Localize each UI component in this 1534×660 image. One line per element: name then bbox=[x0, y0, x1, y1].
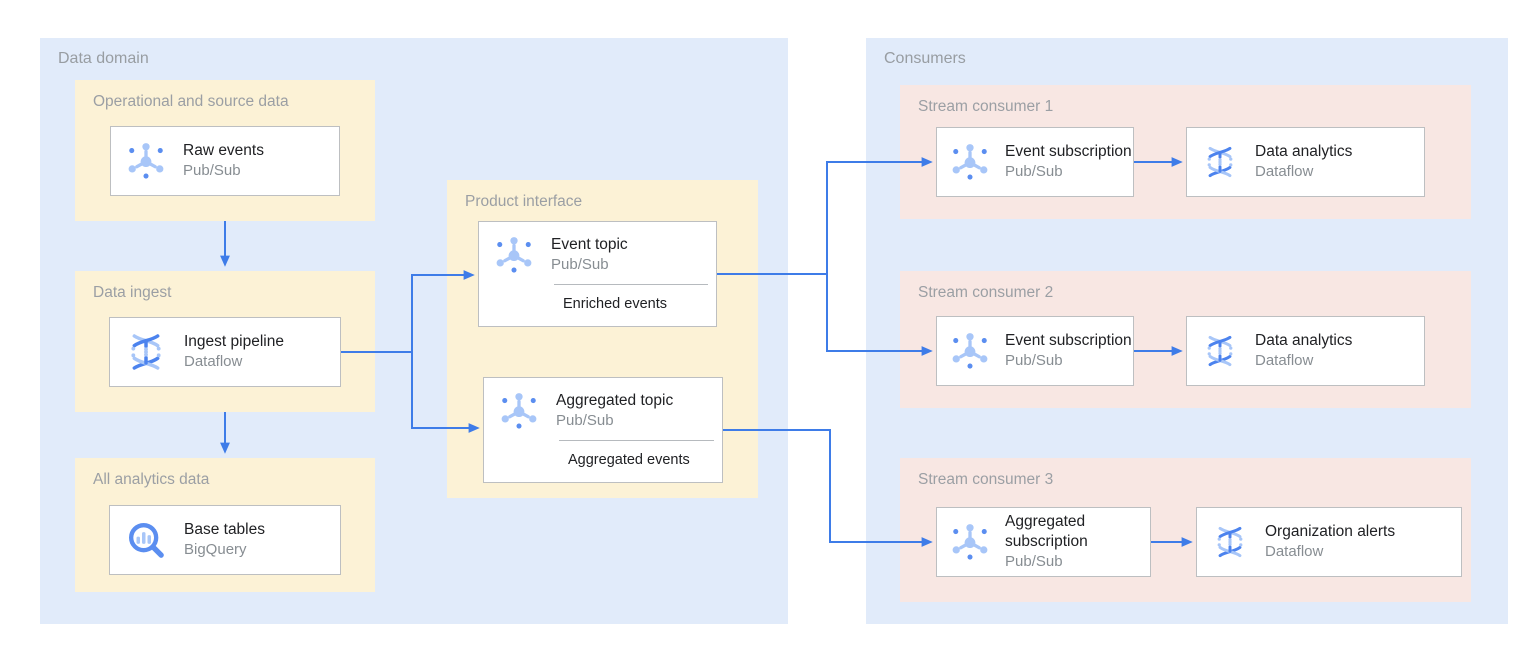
consumers-title: Consumers bbox=[884, 50, 966, 67]
group-product-interface-label: Product interface bbox=[465, 193, 583, 210]
dataflow-icon bbox=[1203, 334, 1237, 368]
card-data-analytics-2-text: Data analytics Dataflow bbox=[1255, 331, 1352, 371]
card-title: Event subscription bbox=[1005, 332, 1132, 349]
card-title: Event topic bbox=[551, 236, 628, 253]
event-topic-note: Enriched events bbox=[563, 296, 667, 312]
card-organization-alerts-text: Organization alerts Dataflow bbox=[1265, 522, 1395, 562]
card-ingest-pipeline: Ingest pipeline Dataflow bbox=[109, 317, 341, 387]
dataflow-icon bbox=[1213, 525, 1247, 559]
card-product: Pub/Sub bbox=[1005, 163, 1063, 180]
card-title: Data analytics bbox=[1255, 143, 1353, 160]
pubsub-icon bbox=[951, 143, 989, 181]
card-product: Dataflow bbox=[1255, 163, 1314, 180]
aggregated-topic-note: Aggregated events bbox=[568, 452, 690, 468]
card-title: Data analytics bbox=[1255, 332, 1353, 349]
card-data-analytics-2: Data analytics Dataflow bbox=[1186, 316, 1425, 386]
bigquery-icon bbox=[126, 520, 166, 560]
pubsub-icon bbox=[951, 332, 989, 370]
group-stream-consumer-3-label: Stream consumer 3 bbox=[918, 471, 1054, 488]
card-event-topic-text: Event topic Pub/Sub bbox=[551, 235, 628, 275]
card-aggregated-topic-main: Aggregated topic Pub/Sub bbox=[484, 378, 722, 440]
card-product: Dataflow bbox=[184, 353, 243, 370]
card-product: BigQuery bbox=[184, 541, 247, 558]
group-stream-consumer-2-label: Stream consumer 2 bbox=[918, 284, 1054, 301]
card-product: Pub/Sub bbox=[556, 412, 614, 429]
card-event-subscription-2-text: Event subscription Pub/Sub bbox=[1005, 331, 1132, 371]
card-data-analytics-1-text: Data analytics Dataflow bbox=[1255, 142, 1352, 182]
card-product: Pub/Sub bbox=[183, 162, 241, 179]
pubsub-icon bbox=[951, 523, 989, 561]
card-title: Aggregated topic bbox=[556, 392, 674, 409]
card-product: Dataflow bbox=[1265, 543, 1324, 560]
card-base-tables-text: Base tables BigQuery bbox=[184, 520, 265, 560]
card-raw-events: Raw events Pub/Sub bbox=[110, 126, 340, 196]
divider bbox=[554, 284, 708, 285]
card-aggregated-subscription: Aggregated subscription Pub/Sub bbox=[936, 507, 1151, 577]
dataflow-icon bbox=[1203, 145, 1237, 179]
card-organization-alerts: Organization alerts Dataflow bbox=[1196, 507, 1462, 577]
card-ingest-pipeline-text: Ingest pipeline Dataflow bbox=[184, 332, 284, 372]
card-title: Raw events bbox=[183, 142, 264, 159]
card-event-subscription-1-text: Event subscription Pub/Sub bbox=[1005, 142, 1132, 182]
card-event-topic: Event topic Pub/Sub Enriched events bbox=[478, 221, 717, 327]
group-analytics-label: All analytics data bbox=[93, 471, 210, 488]
card-title: Organization alerts bbox=[1265, 523, 1396, 540]
card-event-topic-main: Event topic Pub/Sub bbox=[479, 222, 716, 284]
group-data-ingest-label: Data ingest bbox=[93, 284, 172, 301]
card-event-subscription-2: Event subscription Pub/Sub bbox=[936, 316, 1134, 386]
card-product: Pub/Sub bbox=[1005, 553, 1063, 570]
card-raw-events-text: Raw events Pub/Sub bbox=[183, 141, 264, 181]
card-product: Pub/Sub bbox=[1005, 352, 1063, 369]
data-domain-title: Data domain bbox=[58, 50, 149, 67]
card-aggregated-topic: Aggregated topic Pub/Sub Aggregated even… bbox=[483, 377, 723, 483]
pubsub-icon bbox=[127, 142, 165, 180]
card-event-subscription-1: Event subscription Pub/Sub bbox=[936, 127, 1134, 197]
group-operational-label: Operational and source data bbox=[93, 93, 289, 110]
divider bbox=[559, 440, 714, 441]
card-product: Dataflow bbox=[1255, 352, 1314, 369]
card-title: Ingest pipeline bbox=[184, 333, 284, 350]
card-product: Pub/Sub bbox=[551, 256, 609, 273]
pubsub-icon bbox=[495, 236, 533, 274]
card-base-tables: Base tables BigQuery bbox=[109, 505, 341, 575]
card-title: Base tables bbox=[184, 521, 265, 538]
card-aggregated-subscription-text: Aggregated subscription Pub/Sub bbox=[1005, 512, 1135, 572]
card-title: Event subscription bbox=[1005, 143, 1132, 160]
dataflow-icon bbox=[126, 332, 166, 372]
card-aggregated-topic-text: Aggregated topic Pub/Sub bbox=[556, 391, 673, 431]
card-data-analytics-1: Data analytics Dataflow bbox=[1186, 127, 1425, 197]
card-title: Aggregated subscription bbox=[1005, 513, 1088, 550]
pubsub-icon bbox=[500, 392, 538, 430]
group-stream-consumer-1-label: Stream consumer 1 bbox=[918, 98, 1054, 115]
